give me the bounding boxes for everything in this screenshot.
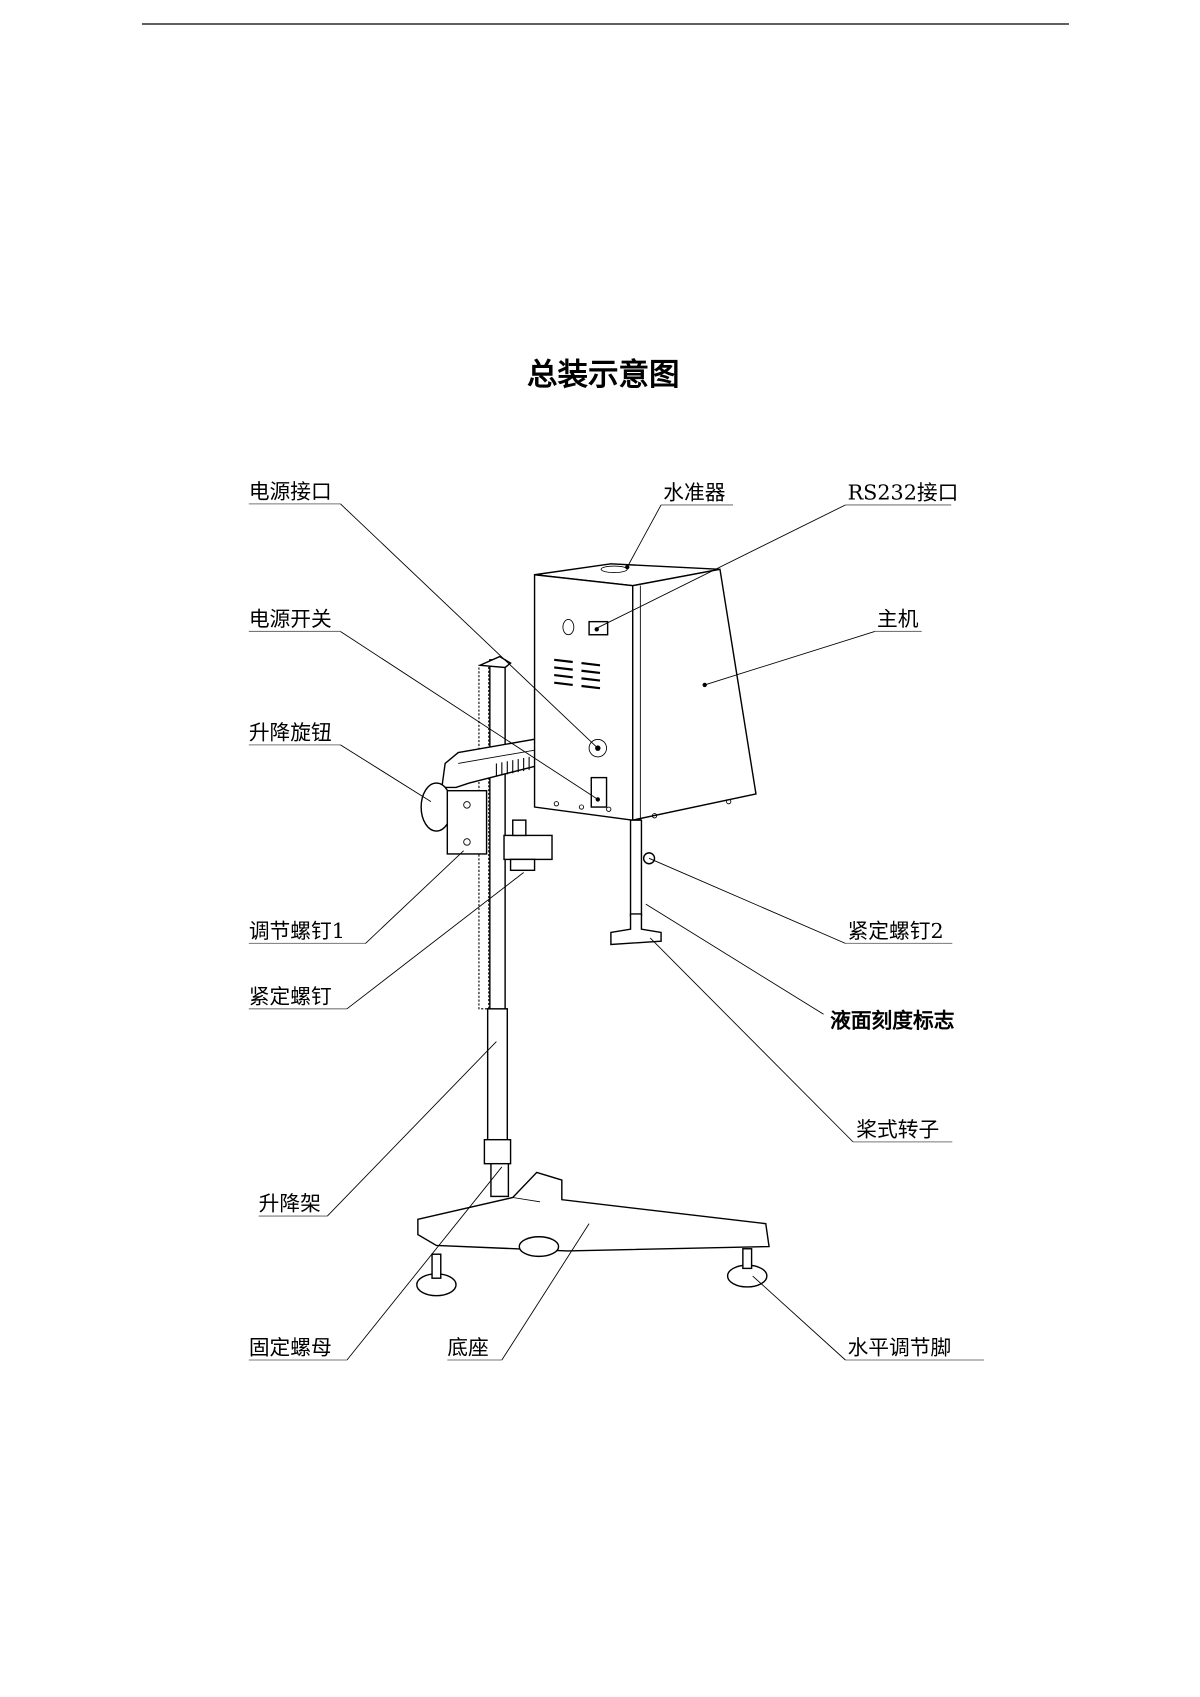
label-liquid-level-mark: 液面刻度标志 <box>830 1008 955 1032</box>
label-base: 底座 <box>447 1336 488 1360</box>
arm-part <box>420 729 590 872</box>
label-power-port: 电源接口 <box>249 479 332 503</box>
label-adjust-screw-1: 调节螺钉1 <box>249 919 345 943</box>
callout-power-switch: 电源开关 <box>249 607 599 800</box>
main-unit-part <box>533 563 757 822</box>
label-fixing-nut: 固定螺母 <box>249 1336 332 1360</box>
callout-power-port: 电源接口 <box>249 479 599 749</box>
callout-adjust-screw-1: 调节螺钉1 <box>249 850 464 944</box>
callout-fixing-nut: 固定螺母 <box>249 1166 503 1361</box>
paddle-rotor-part <box>610 819 662 946</box>
label-level: 水准器 <box>663 481 725 505</box>
callout-set-screw: 紧定螺钉 <box>249 872 524 1010</box>
label-leveling-foot: 水平调节脚 <box>848 1336 952 1360</box>
lift-stand-part <box>478 655 512 1198</box>
callout-paddle-rotor: 桨式转子 <box>649 937 953 1143</box>
label-set-screw: 紧定螺钉 <box>249 984 332 1008</box>
callout-rs232-port: RS232接口 <box>596 481 959 629</box>
label-lift-stand: 升降架 <box>259 1192 321 1216</box>
label-main-unit: 主机 <box>877 607 919 631</box>
callout-base: 底座 <box>447 1223 590 1361</box>
callout-main-unit: 主机 <box>704 607 922 686</box>
base-part <box>416 1171 770 1297</box>
callout-liquid-level-mark: 液面刻度标志 <box>645 903 955 1032</box>
callout-level: 水准器 <box>626 481 734 568</box>
callout-lift-stand: 升降架 <box>258 1041 497 1217</box>
label-paddle-rotor: 桨式转子 <box>856 1117 939 1141</box>
label-rs232-port: RS232接口 <box>848 481 959 505</box>
callout-leveling-foot: 水平调节脚 <box>752 1275 984 1361</box>
diagram-title: 总装示意图 <box>527 357 680 393</box>
label-set-screw-2: 紧定螺钉2 <box>848 919 944 943</box>
callout-set-screw-2: 紧定螺钉2 <box>648 857 953 944</box>
stirrer-drawing <box>416 563 770 1297</box>
callout-lift-knob: 升降旋钮 <box>249 720 432 802</box>
label-lift-knob: 升降旋钮 <box>249 720 332 744</box>
label-power-switch: 电源开关 <box>249 607 332 631</box>
